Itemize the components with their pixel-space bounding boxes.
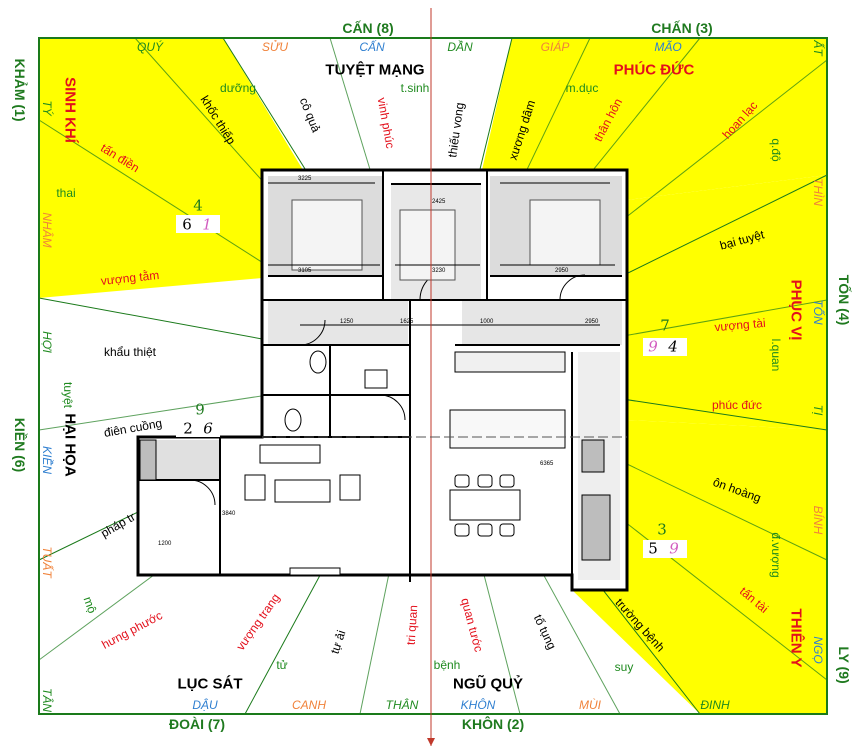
- star-tri-quan: tri quan: [403, 604, 421, 646]
- mountain-thin: THÌN: [811, 178, 825, 206]
- direction-khon: KHÔN (2): [461, 716, 525, 732]
- direction-khan: KHẢM (1): [12, 58, 28, 122]
- sector-thien-y: [572, 420, 827, 714]
- star-number-w-left: 2: [183, 419, 193, 438]
- zone-tuyet-mang: TUYỆT MẠNG: [325, 61, 425, 79]
- label-duong: dưỡng: [220, 81, 256, 95]
- mountain-quy: QUÝ: [136, 40, 164, 54]
- dim-text: 3105: [298, 268, 312, 274]
- star-number-w-right: 6: [203, 419, 213, 438]
- mountain-suu: SỬU: [261, 40, 289, 54]
- zone-phuc-vi: PHỤC VỊ: [787, 279, 805, 341]
- mountain-tuat: TUẤT: [40, 546, 54, 578]
- mountain-than: THÂN: [385, 698, 419, 712]
- star-number-w-top: 9: [195, 400, 205, 419]
- dim-text: 2425: [432, 199, 446, 205]
- label-suy: suy: [614, 660, 634, 674]
- label-thai: thai: [56, 186, 76, 200]
- label-tu: tử: [276, 658, 288, 672]
- mountain-giap: GIÁP: [540, 40, 570, 54]
- mountain-mao: MÃO: [654, 40, 682, 54]
- mountain-dinh: ĐINH: [700, 698, 730, 712]
- mountain-ngo: NGỌ: [811, 636, 825, 664]
- dim-text: 1250: [340, 319, 354, 325]
- frame-outer: [38, 37, 828, 715]
- dim-text: 1625: [400, 319, 414, 325]
- mountain-khon: KHÔN: [460, 698, 496, 712]
- zone-luc-sat: LỤC SÁT: [177, 675, 243, 693]
- mountain-nham: NHÂM: [40, 212, 54, 248]
- label-t-sinh: t.sinh: [400, 81, 430, 95]
- mountain-at: ẤT: [811, 40, 825, 56]
- mountain-canh: CANH: [291, 698, 327, 712]
- star-number-nw-left: 6: [182, 215, 192, 234]
- axis-arrow-south: [427, 738, 435, 746]
- zone-ngu-quy: NGŨ QUỶ: [452, 675, 524, 693]
- dim-text: 2950: [585, 319, 599, 325]
- dim-text: 3225: [298, 176, 312, 182]
- star-phuc-duc: phúc đức: [711, 398, 763, 412]
- sector-phuc-vi: [627, 175, 827, 430]
- sector-phuc-duc: [482, 38, 827, 200]
- direction-can: CẤN (8): [342, 20, 394, 36]
- mountain-mui: MÙI: [579, 698, 601, 712]
- label-q-do: q.độ: [769, 138, 783, 162]
- direction-kien: KIỀN (6): [12, 417, 28, 473]
- mountain-ton: TỐN: [811, 299, 825, 325]
- star-number-se-right: 9: [669, 539, 679, 558]
- sector-sinh-khi: [39, 38, 303, 298]
- mountain-binh: BÍNH: [811, 505, 825, 535]
- label-l-quan: l.quan: [769, 338, 783, 372]
- direction-chan: CHẤN (3): [651, 20, 713, 36]
- star-number-e-right: 4: [668, 337, 678, 356]
- zone-sinh-khi: SINH KHÍ: [61, 77, 79, 143]
- star-number-se-left: 5: [648, 539, 658, 558]
- direction-ly: LY (9): [836, 646, 852, 684]
- zone-hai-hoa: HẠI HỌA: [61, 413, 79, 477]
- mountain-hoi: HỢI: [40, 331, 54, 353]
- direction-doai: ĐOÀI (7): [169, 716, 225, 732]
- zone-phuc-duc: PHÚC ĐỨC: [613, 61, 695, 79]
- label-d-vuong: đ.vượng: [769, 532, 783, 578]
- star-number-se-top: 3: [657, 520, 667, 539]
- label-benh: bệnh: [433, 658, 461, 672]
- dim-text: 6365: [540, 461, 554, 467]
- mountain-dau: DẬU: [192, 698, 218, 712]
- dim-text: 3840: [222, 511, 236, 517]
- mountain-ty: TÝ: [40, 100, 54, 116]
- mountain-tan: TÂN: [40, 688, 54, 712]
- star-number-nw-top: 4: [193, 196, 203, 215]
- zone-thien-y: THIÊN Y: [787, 608, 805, 668]
- mountain-dan: DẦN: [447, 40, 473, 54]
- mountain-kien: KIỀN: [40, 445, 54, 475]
- direction-ton: TỐN (4): [836, 274, 852, 326]
- floor-plan: [136, 168, 629, 592]
- dim-text: 1000: [480, 319, 494, 325]
- dim-text: 2950: [555, 268, 569, 274]
- star-number-nw-right: 1: [202, 215, 212, 234]
- star-number-e-left: 9: [648, 337, 658, 356]
- star-number-e-top: 7: [660, 316, 670, 335]
- label-tuyet: tuyệt: [61, 381, 75, 409]
- label-m-duc: m.dục: [565, 81, 599, 95]
- dim-text: 1200: [158, 541, 172, 547]
- mountain-ti: TỊ: [811, 404, 825, 416]
- dim-text: 3230: [432, 268, 446, 274]
- mountain-can: CẤN: [359, 40, 385, 54]
- star-khau-thiet: khẩu thiệt: [103, 345, 157, 359]
